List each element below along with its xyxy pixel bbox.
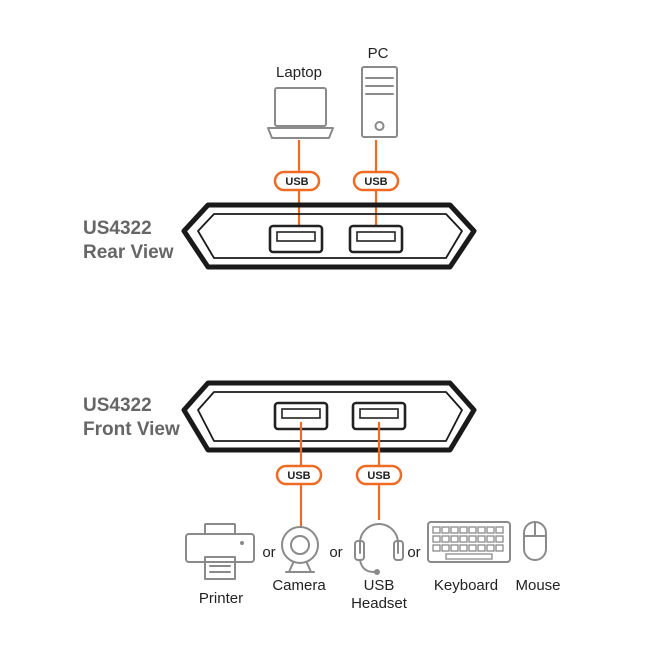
or-separator-3: or [407,544,420,561]
printer-icon [185,523,255,580]
keyboard-key-icon [486,535,495,543]
keyboard-key-icon [477,526,486,534]
headset-label-line2: Headset [351,595,408,612]
pc-tower-icon [361,66,398,138]
front-usb-badge-1: USB [275,464,323,486]
rear-usb-badge-2-text: USB [364,176,387,188]
keyboard-key-icon [477,535,486,543]
rear-usb-badge-2: USB [352,170,400,192]
keyboard-icon [427,521,511,563]
keyboard-key-icon [486,544,495,552]
keyboard-key-icon [486,526,495,534]
printer-label: Printer [199,590,243,607]
keyboard-key-icon [459,544,468,552]
mouse-label: Mouse [515,577,560,594]
camera-icon [281,526,319,573]
keyboard-key-icon [468,544,477,552]
keyboard-key-icon [450,544,459,552]
keyboard-label: Keyboard [434,577,498,594]
keyboard-key-icon [459,535,468,543]
headset-icon [354,523,404,575]
keyboard-key-icon [459,526,468,534]
keyboard-spacebar-icon [445,553,493,560]
laptop-label: Laptop [276,64,322,81]
front-port-2 [351,401,407,431]
or-separator-2: or [329,544,342,561]
headset-label-line1: USB [364,577,395,594]
keyboard-key-icon [432,544,441,552]
rear-usb-badge-1-text: USB [285,176,308,188]
rear-section: Laptop PC USB USB [83,45,477,270]
rear-title-model: US4322 [83,218,152,239]
pc-label: PC [368,45,389,62]
front-usb-badge-1-text: USB [287,470,310,482]
front-title-model: US4322 [83,395,152,416]
keyboard-key-icon [468,535,477,543]
rear-title-view: Rear View [83,242,174,263]
mouse-icon [523,521,547,561]
keyboard-key-icon [477,544,486,552]
rear-device-body [181,202,477,270]
front-device-body [181,380,477,453]
front-port-1 [273,401,329,431]
keyboard-key-icon [441,544,450,552]
front-title-view: Front View [83,419,180,440]
keyboard-key-icon [495,526,504,534]
rear-port-1 [268,224,324,254]
keyboard-key-icon [495,544,504,552]
front-usb-badge-2: USB [355,464,403,486]
front-section: USB USB US4322 Front View Printer or C [83,380,561,612]
laptop-icon [267,87,334,139]
or-separator-1: or [262,544,275,561]
rear-usb-badge-1: USB [273,170,321,192]
keyboard-key-icon [432,526,441,534]
keyboard-key-icon [441,535,450,543]
keyboard-key-icon [441,526,450,534]
keyboard-key-icon [450,535,459,543]
camera-label: Camera [272,577,326,594]
front-usb-badge-2-text: USB [367,470,390,482]
keyboard-key-icon [495,535,504,543]
rear-port-2 [348,224,404,254]
keyboard-key-icon [450,526,459,534]
keyboard-key-icon [432,535,441,543]
keyboard-key-icon [468,526,477,534]
